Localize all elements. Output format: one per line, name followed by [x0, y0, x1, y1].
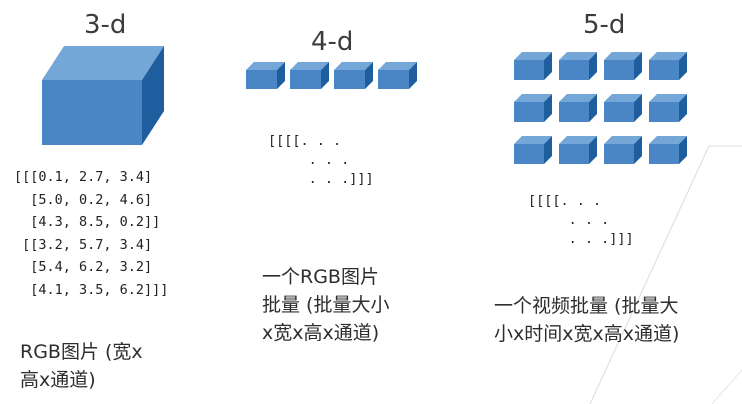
cube-top-face: [604, 94, 642, 102]
cube-5d: [514, 52, 552, 80]
array-5d: [[[[. . . . . . . . .]]]: [528, 193, 634, 247]
cube-side-face: [589, 136, 597, 164]
cube-side-face: [589, 52, 597, 80]
cube-front-face: [604, 102, 634, 122]
cube-side-face: [277, 62, 285, 89]
cube-4d: [246, 62, 285, 89]
cube-side-face: [365, 62, 373, 89]
cube-front-face: [334, 70, 365, 89]
cube-side-face: [409, 62, 417, 89]
cube-front-face: [514, 102, 544, 122]
title-4d: 4-d: [311, 27, 354, 57]
cube-top-face: [334, 62, 373, 70]
cube-side-face: [679, 52, 687, 80]
caption-3d-line2: 高x通道): [20, 369, 96, 391]
cube-front-face: [559, 60, 589, 80]
cube-front-face: [559, 144, 589, 164]
title-5d: 5-d: [583, 10, 626, 40]
cube-5d: [604, 52, 642, 80]
cube-front-face: [290, 70, 321, 89]
cube-top-face: [514, 52, 552, 60]
cube-5d: [559, 94, 597, 122]
caption-3d: RGB图片 (宽x 高x通道): [20, 338, 143, 394]
cube-5d: [604, 94, 642, 122]
cube-front-face: [649, 144, 679, 164]
cube-top-face: [604, 52, 642, 60]
cube-top-face: [378, 62, 417, 70]
cube-top-face: [42, 46, 164, 80]
cube-top-face: [246, 62, 285, 70]
array-3d: [[[0.1, 2.7, 3.4] [5.0, 0.2, 4.6] [4.3, …: [14, 169, 169, 298]
cube-side-face: [679, 94, 687, 122]
caption-5d-line2: 小x时间x宽x高x通道): [494, 323, 680, 345]
cube-4d: [290, 62, 329, 89]
cube-side-face: [544, 52, 552, 80]
cube-4d: [378, 62, 417, 89]
cube-side-face: [634, 94, 642, 122]
caption-5d-line1: 一个视频批量 (批量大: [494, 295, 679, 317]
cube-front-face: [604, 144, 634, 164]
cube-top-face: [514, 94, 552, 102]
cube-5d: [649, 94, 687, 122]
cube-top-face: [559, 52, 597, 60]
cube-top-face: [559, 94, 597, 102]
caption-4d-line2: 批量 (批量大小: [262, 294, 390, 316]
cube-side-face: [589, 94, 597, 122]
cube-side-face: [679, 136, 687, 164]
cube-side-face: [544, 136, 552, 164]
cube-side-face: [634, 52, 642, 80]
cube-front-face: [378, 70, 409, 89]
cube-front-face: [559, 102, 589, 122]
cube-front-face: [649, 60, 679, 80]
cube-side-face: [544, 94, 552, 122]
cube-top-face: [649, 52, 687, 60]
cube-top-face: [514, 136, 552, 144]
caption-3d-line1: RGB图片 (宽x: [20, 341, 143, 363]
cube-side-face: [142, 46, 164, 145]
cube-side-face: [321, 62, 329, 89]
cube-front-face: [604, 60, 634, 80]
cube-front-face: [514, 60, 544, 80]
cube-5d: [514, 136, 552, 164]
cube-top-face: [604, 136, 642, 144]
cube-5d: [649, 52, 687, 80]
title-3d: 3-d: [84, 10, 127, 40]
caption-4d-line1: 一个RGB图片: [262, 266, 379, 288]
cube-top-face: [559, 136, 597, 144]
cube-front-face: [649, 102, 679, 122]
cube-5d: [514, 94, 552, 122]
caption-5d: 一个视频批量 (批量大 小x时间x宽x高x通道): [494, 292, 679, 348]
cube-top-face: [649, 136, 687, 144]
cube-top-face: [649, 94, 687, 102]
cube-front-face: [42, 80, 142, 145]
cube-front-face: [246, 70, 277, 89]
array-4d: [[[[. . . . . . . . .]]]: [268, 133, 374, 187]
cube-front-face: [514, 144, 544, 164]
cube-top-face: [290, 62, 329, 70]
cube-3d: [42, 46, 164, 145]
cube-5d: [559, 136, 597, 164]
caption-4d: 一个RGB图片 批量 (批量大小 x宽x高x通道): [262, 263, 389, 347]
cube-4d: [334, 62, 373, 89]
cube-5d: [559, 52, 597, 80]
cube-5d: [649, 136, 687, 164]
caption-4d-line3: x宽x高x通道): [262, 322, 380, 344]
cube-5d: [604, 136, 642, 164]
cube-side-face: [634, 136, 642, 164]
